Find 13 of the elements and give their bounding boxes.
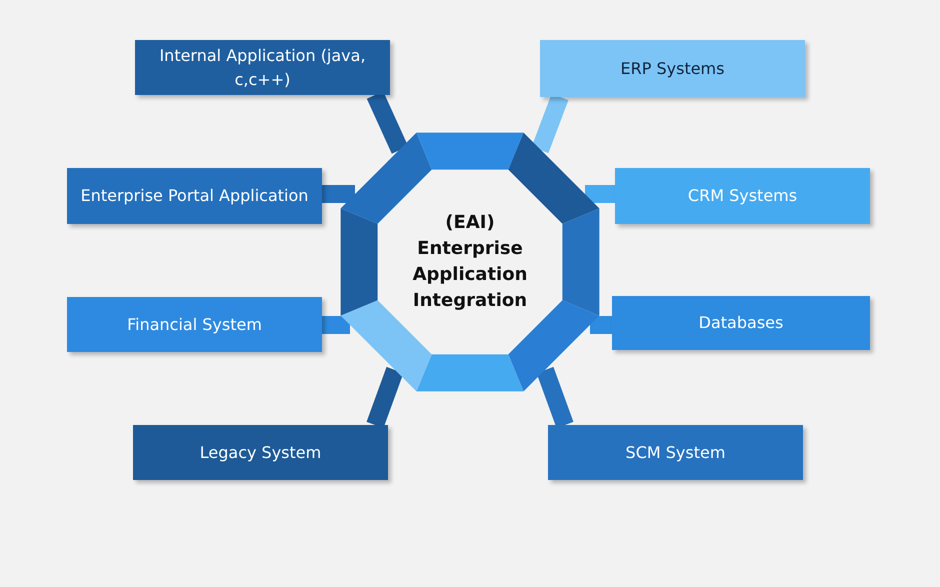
system-box: ERP Systems [540,40,805,97]
hub-title: (EAI) Enterprise Application Integration [412,210,528,314]
system-box: SCM System [548,425,803,480]
connector-band [322,185,355,203]
system-box: Financial System [67,297,322,352]
system-box: CRM Systems [615,168,870,224]
system-box: Legacy System [133,425,388,480]
system-box: Internal Application (java, c,c++) [135,40,390,95]
connector-band [585,185,615,203]
connector-band [322,316,350,334]
system-box: Databases [612,296,870,350]
connector-band [590,316,612,334]
system-box: Enterprise Portal Application [67,168,322,224]
